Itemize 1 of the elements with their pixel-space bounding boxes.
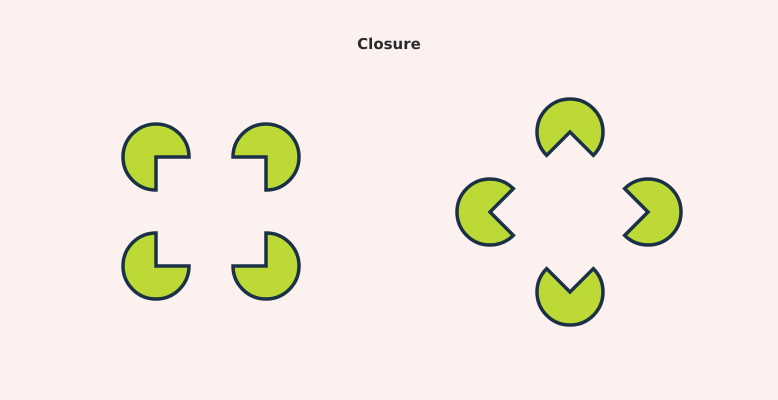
diagram-title: Closure (357, 35, 421, 53)
